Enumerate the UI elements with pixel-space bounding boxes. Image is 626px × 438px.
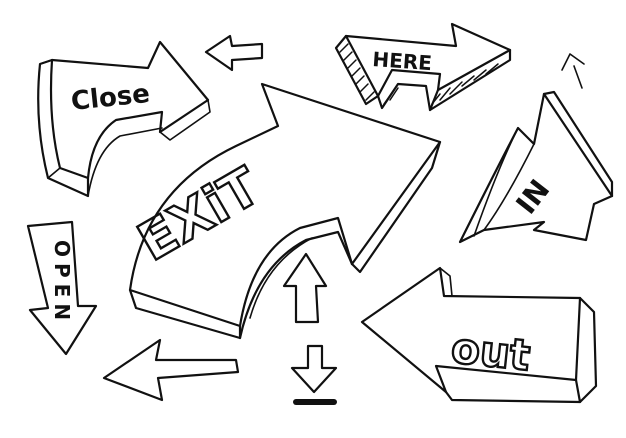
open-arrow-icon: OPEN <box>26 220 98 356</box>
close-arrow-icon: Close <box>37 40 211 198</box>
exit-label: EXiT <box>129 157 271 274</box>
out-arrow-icon: out <box>360 266 598 404</box>
here-hatching <box>339 43 499 105</box>
long-left-arrow-icon <box>102 338 240 402</box>
here-label: HERE <box>372 47 433 75</box>
up-arrow-icon <box>282 252 328 324</box>
out-label: out <box>449 323 533 380</box>
in-arrow-icon: IN <box>458 90 614 244</box>
down-arrow-icon <box>290 344 338 405</box>
small-up-arrow-icon <box>561 53 585 89</box>
here-arrow-icon: HERE <box>334 22 512 112</box>
close-label: Close <box>70 79 152 117</box>
open-label: OPEN <box>50 240 74 326</box>
in-label: IN <box>510 173 557 220</box>
small-left-arrow-icon <box>204 34 264 72</box>
